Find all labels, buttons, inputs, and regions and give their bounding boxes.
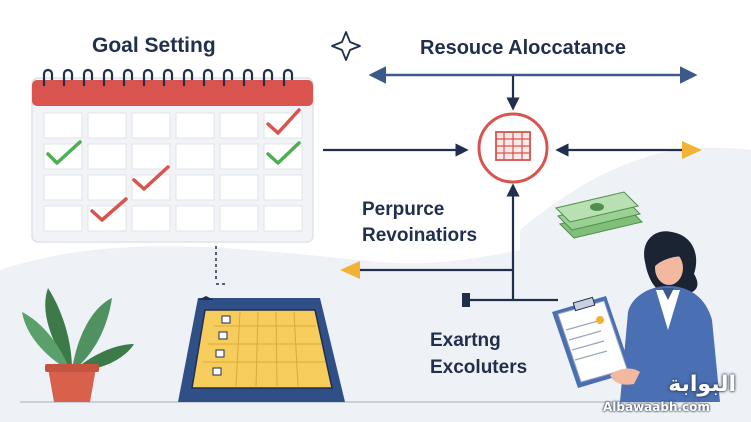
sparkle-icon xyxy=(331,31,361,61)
purpose-label-line1: Perpurce xyxy=(362,199,445,220)
spreadsheet-icon xyxy=(477,112,549,184)
goal-setting-label: Goal Setting xyxy=(92,34,216,57)
calendar-icon xyxy=(31,68,314,243)
base-endcap xyxy=(462,293,470,307)
purpose-label: Perpurce Revoinatiors xyxy=(362,197,477,249)
checkmark-icon xyxy=(46,108,301,222)
watermark-arabic-text: البوابة xyxy=(668,372,736,397)
exarting-label-line2: Excoluters xyxy=(430,357,528,378)
plant-icon xyxy=(22,288,134,402)
yellow-arrowhead-left xyxy=(340,261,360,279)
watermark-latin-text: Albawaabh.com xyxy=(603,400,710,414)
easel-board-icon xyxy=(178,296,345,402)
resource-allocation-label: Resouce Aloccatance xyxy=(420,37,627,59)
watermark-logo: البوابة Albawaabh.com xyxy=(603,372,748,418)
exarting-label-line1: Exartng xyxy=(430,330,501,351)
clipboard-icon xyxy=(552,296,640,388)
purpose-label-line2: Revoinatiors xyxy=(362,225,478,246)
yellow-arrowhead-right xyxy=(682,141,702,159)
exarting-label: Exartng Excoluters xyxy=(430,327,527,381)
money-stack-icon xyxy=(555,191,643,239)
person-illustration xyxy=(620,231,720,402)
